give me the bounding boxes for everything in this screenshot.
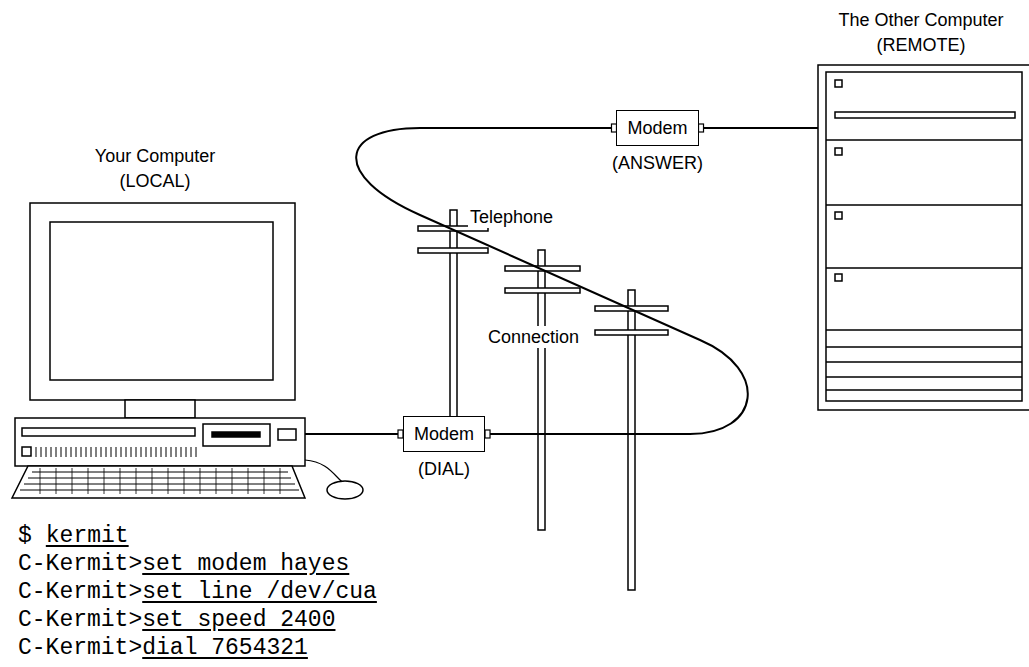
typed-command: dial 7654321 [142, 634, 308, 662]
pole-label: Telephone [468, 206, 555, 228]
typed-command: kermit [46, 522, 129, 550]
typed-command: set speed 2400 [142, 606, 335, 634]
shell-prompt: $ [18, 522, 32, 550]
typed-command: set modem hayes [142, 550, 349, 578]
cable [699, 127, 818, 129]
terminal-line: $ kermit [18, 522, 129, 550]
local-computer-illustration [12, 203, 363, 499]
modem-mode: (DIAL) [418, 458, 470, 480]
modem-box: Modem [403, 416, 485, 452]
telephone-poles [418, 210, 668, 590]
terminal-line: C-Kermit>dial 7654321 [18, 634, 308, 662]
terminal-line: C-Kermit>set modem hayes [18, 550, 349, 578]
local-computer: Your Computer (LOCAL) [8, 140, 305, 505]
computer-title: The Other Computer (REMOTE) [826, 8, 1016, 58]
plug-nub [485, 430, 490, 438]
shell-prompt: C-Kermit> [18, 634, 142, 662]
modem: Modem (DIAL) [403, 416, 485, 480]
pole-label: Connection [486, 326, 581, 348]
terminal-line: C-Kermit>set line /dev/cua [18, 578, 377, 606]
modem: Modem (ANSWER) [612, 110, 703, 174]
terminal-line: C-Kermit>set speed 2400 [18, 606, 335, 634]
remote-computer: The Other Computer (REMOTE) [818, 4, 1029, 410]
cable [356, 128, 748, 434]
remote-computer-illustration [818, 65, 1029, 410]
shell-prompt: C-Kermit> [18, 550, 142, 578]
typed-command: set line /dev/cua [142, 578, 377, 606]
plug-nub [699, 124, 704, 132]
computer-title: Your Computer (LOCAL) [85, 144, 225, 194]
cable [305, 433, 403, 435]
shell-prompt: C-Kermit> [18, 606, 142, 634]
shell-prompt: C-Kermit> [18, 578, 142, 606]
modem-box: Modem [616, 110, 698, 146]
modem-mode: (ANSWER) [612, 152, 703, 174]
